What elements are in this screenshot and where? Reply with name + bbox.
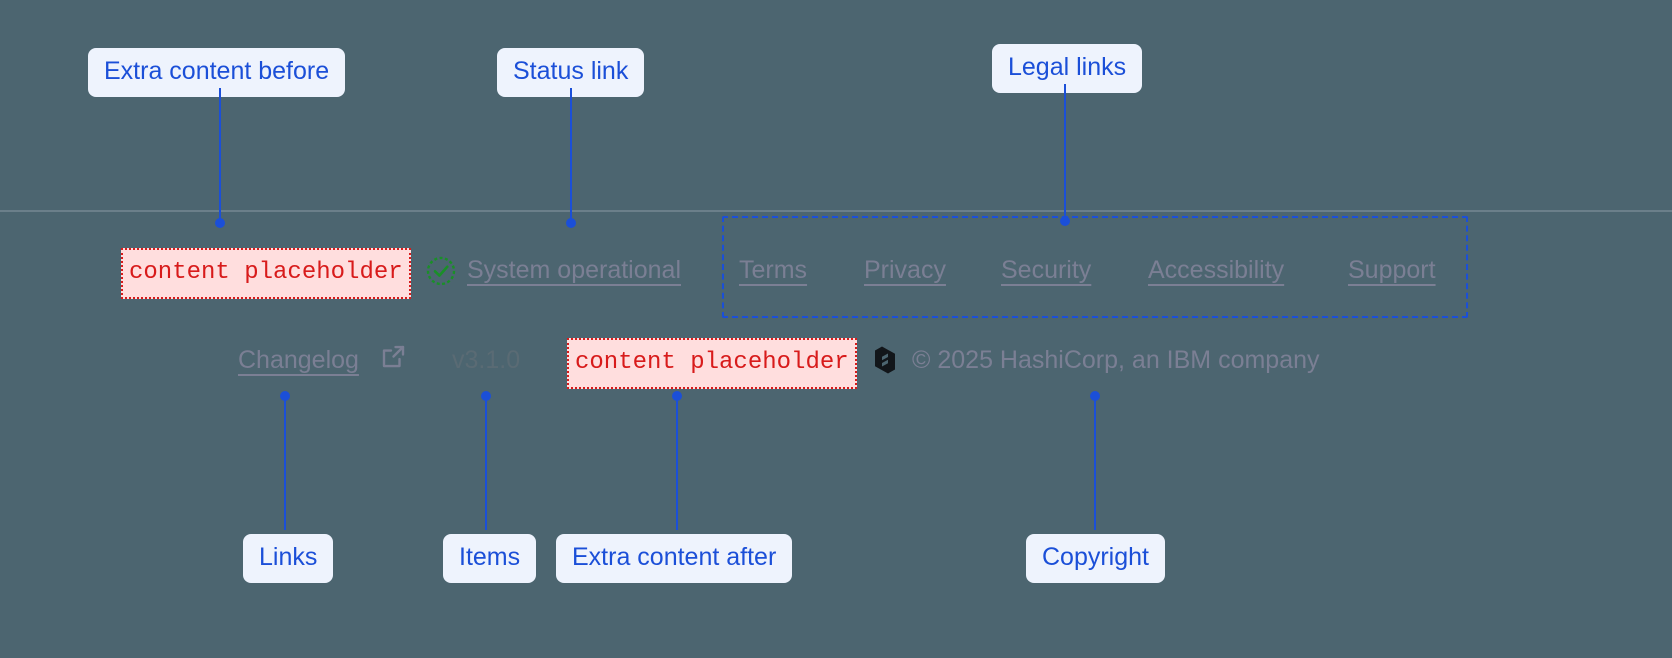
- callout-extra-content-before: Extra content before: [88, 48, 346, 97]
- version-label: v3.1.0: [452, 346, 521, 374]
- copyright-text: © 2025 HashiCorp, an IBM company: [912, 346, 1320, 374]
- leader-dot-status: [566, 218, 576, 228]
- legal-link-support[interactable]: Support: [1348, 256, 1436, 284]
- check-circle-icon: [425, 255, 457, 292]
- callout-legal-links: Legal links: [992, 44, 1143, 93]
- callout-items: Items: [443, 534, 537, 583]
- legal-link-accessibility[interactable]: Accessibility: [1148, 256, 1285, 284]
- callout-links: Links: [243, 534, 334, 583]
- leader-line-extra-after: [676, 396, 678, 530]
- leader-line-links: [284, 396, 286, 530]
- leader-dot-extra-before: [215, 218, 225, 228]
- callout-copyright: Copyright: [1026, 534, 1165, 583]
- changelog-link[interactable]: Changelog: [238, 346, 359, 374]
- leader-line-status: [570, 88, 572, 222]
- legal-link-terms[interactable]: Terms: [739, 256, 808, 284]
- leader-dot-legal: [1060, 216, 1070, 226]
- legal-link-security[interactable]: Security: [1001, 256, 1092, 284]
- leader-line-extra-before: [219, 88, 221, 222]
- legal-link-privacy[interactable]: Privacy: [864, 256, 946, 284]
- leader-line-items: [485, 396, 487, 530]
- leader-line-legal: [1064, 84, 1066, 220]
- placeholder-extra-content-after: content placeholder: [567, 338, 857, 389]
- status-link-label[interactable]: System operational: [467, 256, 682, 284]
- leader-line-copyright: [1094, 396, 1096, 530]
- hashicorp-logo-icon: [869, 343, 901, 382]
- placeholder-extra-content-before: content placeholder: [121, 248, 411, 299]
- callout-extra-content-after: Extra content after: [556, 534, 793, 583]
- external-link-icon[interactable]: [378, 342, 408, 377]
